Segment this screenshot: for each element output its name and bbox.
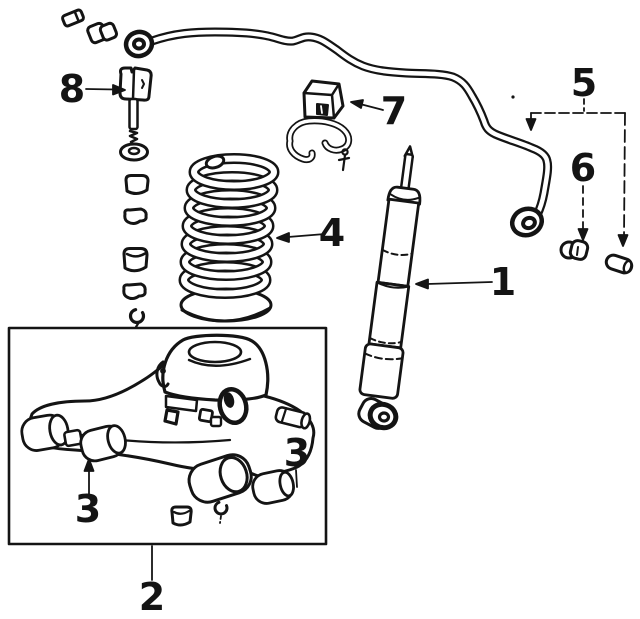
stabilizer-end-bushing-drawing bbox=[559, 239, 590, 261]
stabilizer-bushing-drawing bbox=[286, 79, 353, 172]
shock-upper-tube bbox=[376, 197, 421, 288]
bump-stop-icon bbox=[170, 505, 193, 527]
stray-mark bbox=[511, 95, 515, 99]
ball-joint-boot-icon bbox=[217, 386, 249, 426]
arm-bushing-rear-small bbox=[251, 469, 295, 505]
arm-bushing-front-outer bbox=[20, 413, 70, 452]
arm-bushing-front-inner bbox=[79, 424, 127, 463]
callout-leaders bbox=[83, 84, 629, 581]
callout-5[interactable]: 5 bbox=[571, 61, 597, 105]
small-clip-icon bbox=[213, 500, 229, 524]
arm-bracket-icon bbox=[163, 394, 223, 428]
callout-3-left[interactable]: 3 bbox=[75, 487, 101, 531]
shock-boot bbox=[358, 342, 405, 400]
shock-absorber-drawing bbox=[357, 145, 422, 431]
lower-control-arm-drawing bbox=[20, 333, 316, 527]
control-arm-box-frame bbox=[7, 326, 328, 546]
bushing-cube-icon bbox=[302, 79, 345, 120]
shock-lower-tube bbox=[367, 280, 411, 350]
bushing-bracket-icon bbox=[286, 117, 353, 164]
callout-3-right[interactable]: 3 bbox=[284, 431, 310, 475]
callout-1[interactable]: 1 bbox=[490, 260, 516, 304]
ball-joint-stub-icon bbox=[274, 406, 312, 430]
coil-spring-drawing bbox=[178, 153, 280, 323]
stabilizer-bar-left-eye-icon bbox=[123, 29, 155, 59]
stabilizer-bar-drawing bbox=[123, 27, 553, 238]
callout-8[interactable]: 8 bbox=[59, 67, 85, 111]
stabilizer-end-spacer-drawing bbox=[604, 253, 634, 275]
link-bolt-icon bbox=[128, 97, 139, 147]
link-cushion-stack bbox=[122, 174, 150, 329]
arm-flange-hook-icon bbox=[155, 360, 170, 388]
callout-7[interactable]: 7 bbox=[381, 89, 407, 133]
link-washer-icon bbox=[119, 142, 149, 162]
spring-seat-dome-icon bbox=[161, 333, 270, 402]
stabilizer-link-drawing bbox=[61, 8, 153, 329]
callout-6[interactable]: 6 bbox=[570, 146, 596, 190]
callout-4[interactable]: 4 bbox=[319, 211, 345, 255]
link-bracket-icon bbox=[118, 66, 153, 102]
callout-2[interactable]: 2 bbox=[139, 575, 165, 619]
link-bushing-icon bbox=[86, 21, 119, 45]
link-nut-icon bbox=[61, 8, 85, 28]
stabilizer-bar-right-eye-icon bbox=[509, 206, 545, 238]
shock-eye-icon bbox=[357, 397, 399, 431]
arm-bushing-rear-large bbox=[187, 453, 253, 504]
small-bolt-icon bbox=[337, 148, 351, 172]
spring-coils-icon bbox=[178, 153, 280, 299]
